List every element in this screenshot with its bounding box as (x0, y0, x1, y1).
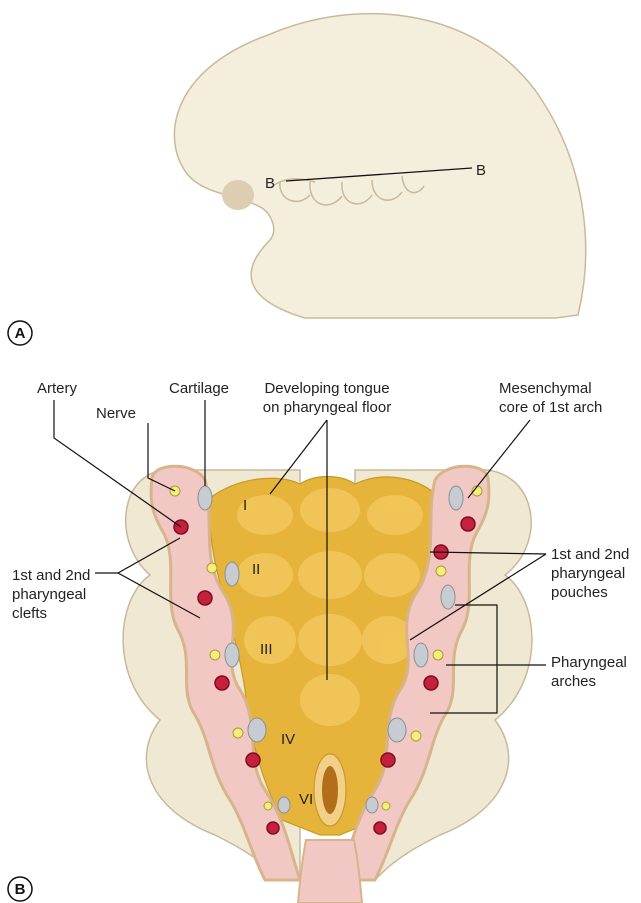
arch-numeral: IV (281, 731, 295, 748)
artery-icon (215, 676, 229, 690)
svg-text:1st and 2nd: 1st and 2nd (12, 567, 90, 584)
svg-text:Cartilage: Cartilage (169, 380, 229, 397)
nerve-icon (436, 566, 446, 576)
cartilage-icon (388, 718, 406, 742)
nerve-icon (433, 650, 443, 660)
nerve-icon (233, 728, 243, 738)
svg-text:pharyngeal: pharyngeal (551, 565, 625, 582)
svg-text:clefts: clefts (12, 605, 47, 622)
esophagus (298, 840, 362, 903)
arch-numeral: II (252, 561, 260, 578)
cartilage-icon (441, 585, 455, 609)
artery-icon (267, 822, 279, 834)
svg-text:arches: arches (551, 673, 596, 690)
panel-label-a: A (8, 321, 32, 345)
eye-placode (222, 180, 254, 210)
svg-text:on pharyngeal floor: on pharyngeal floor (263, 399, 391, 416)
artery-icon (198, 591, 212, 605)
svg-text:Developing tongue: Developing tongue (264, 380, 389, 397)
cartilage-icon (225, 643, 239, 667)
cartilage-icon (198, 486, 212, 510)
cartilage-icon (225, 562, 239, 586)
nerve-icon (411, 731, 421, 741)
artery-icon (374, 822, 386, 834)
section-mark-left: B (265, 175, 275, 192)
arch-numeral: VI (299, 791, 313, 808)
artery-icon (246, 753, 260, 767)
arch-numeral: I (243, 497, 247, 514)
svg-text:Pharyngeal: Pharyngeal (551, 654, 627, 671)
nerve-icon (207, 563, 217, 573)
panel-a-embryo: B B (174, 14, 585, 318)
svg-text:pouches: pouches (551, 584, 608, 601)
arch-numeral: III (260, 641, 273, 658)
nerve-icon (264, 802, 272, 810)
cartilage-icon (248, 718, 266, 742)
artery-icon (424, 676, 438, 690)
svg-text:core of 1st arch: core of 1st arch (499, 399, 602, 416)
artery-icon (461, 517, 475, 531)
svg-text:1st and 2nd: 1st and 2nd (551, 546, 629, 563)
svg-text:B: B (15, 881, 26, 898)
nerve-icon (210, 650, 220, 660)
laryngeal-inlet-inner (322, 766, 338, 814)
panel-label-b: B (8, 877, 32, 901)
nerve-icon (382, 802, 390, 810)
cartilage-icon (278, 797, 290, 813)
section-mark-right: B (476, 162, 486, 179)
artery-icon (381, 753, 395, 767)
cartilage-icon (414, 643, 428, 667)
svg-text:Mesenchymal: Mesenchymal (499, 380, 592, 397)
svg-text:pharyngeal: pharyngeal (12, 586, 86, 603)
cartilage-icon (366, 797, 378, 813)
cartilage-icon (449, 486, 463, 510)
svg-text:A: A (15, 325, 26, 342)
svg-text:Nerve: Nerve (96, 405, 136, 422)
svg-text:Artery: Artery (37, 380, 78, 397)
